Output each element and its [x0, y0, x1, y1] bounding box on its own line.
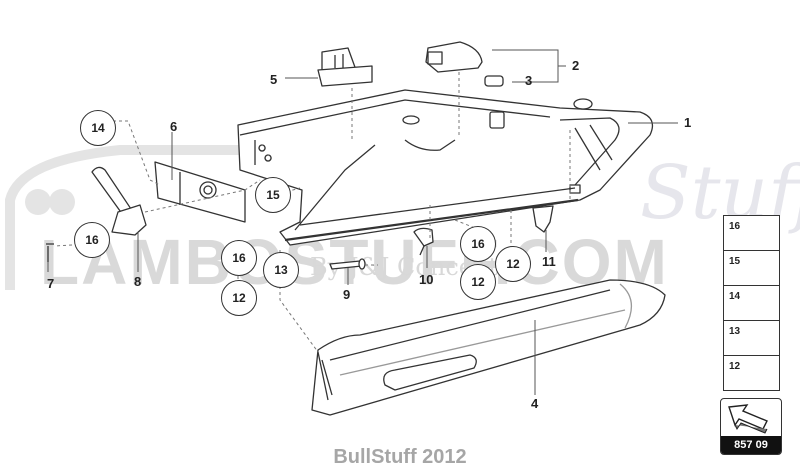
circled-callout-12: 12 — [221, 280, 257, 316]
legend-row: 14 — [724, 286, 779, 321]
callout-6: 6 — [170, 119, 178, 134]
glovebox-lid-part-4 — [311, 279, 666, 416]
bulb-part-3 — [484, 75, 504, 87]
legend-number: 15 — [729, 256, 741, 267]
legend-row: 16 — [724, 216, 779, 251]
lamp-part-2 — [425, 41, 483, 73]
callout-9: 9 — [343, 287, 351, 302]
pin-part-7 — [46, 243, 54, 262]
glovebox-housing — [237, 89, 654, 246]
callout-4: 4 — [531, 396, 539, 411]
callout-8: 8 — [134, 274, 142, 289]
legend-number: 14 — [729, 291, 741, 302]
callout-7: 7 — [47, 276, 55, 291]
callout-5: 5 — [270, 72, 278, 87]
callout-3: 3 — [525, 73, 533, 88]
legend-row: 13 — [724, 321, 779, 356]
arrow-direction-icon — [728, 404, 768, 434]
lever-part-8 — [91, 166, 147, 236]
circled-callout-14: 14 — [80, 110, 116, 146]
reference-box: 857 09 — [720, 398, 782, 455]
fastener-legend: 16 15 14 13 12 — [723, 215, 780, 391]
circled-callout-12: 12 — [460, 264, 496, 300]
bracket-part-11 — [532, 205, 554, 233]
circled-callout-13: 13 — [263, 252, 299, 288]
callout-1: 1 — [684, 115, 692, 130]
circled-callout-15: 15 — [255, 177, 291, 213]
bolt-part-9 — [329, 258, 366, 270]
callout-11: 11 — [542, 254, 556, 269]
callout-10: 10 — [419, 272, 434, 287]
legend-number: 13 — [729, 326, 741, 337]
circled-callout-12: 12 — [495, 246, 531, 282]
latch-plate-part-6 — [154, 161, 246, 223]
circled-callout-16: 16 — [460, 226, 496, 262]
legend-number: 16 — [729, 221, 741, 232]
footer-credit: BullStuff 2012 — [333, 446, 467, 468]
legend-row: 12 — [724, 356, 779, 390]
clip-part-10 — [413, 227, 434, 256]
legend-row: 15 — [724, 251, 779, 286]
switch-part-5 — [317, 47, 373, 87]
circled-callout-16: 16 — [74, 222, 110, 258]
callout-2: 2 — [572, 58, 580, 73]
legend-number: 12 — [729, 361, 741, 372]
circled-callout-16: 16 — [221, 240, 257, 276]
reference-code: 857 09 — [721, 436, 781, 454]
